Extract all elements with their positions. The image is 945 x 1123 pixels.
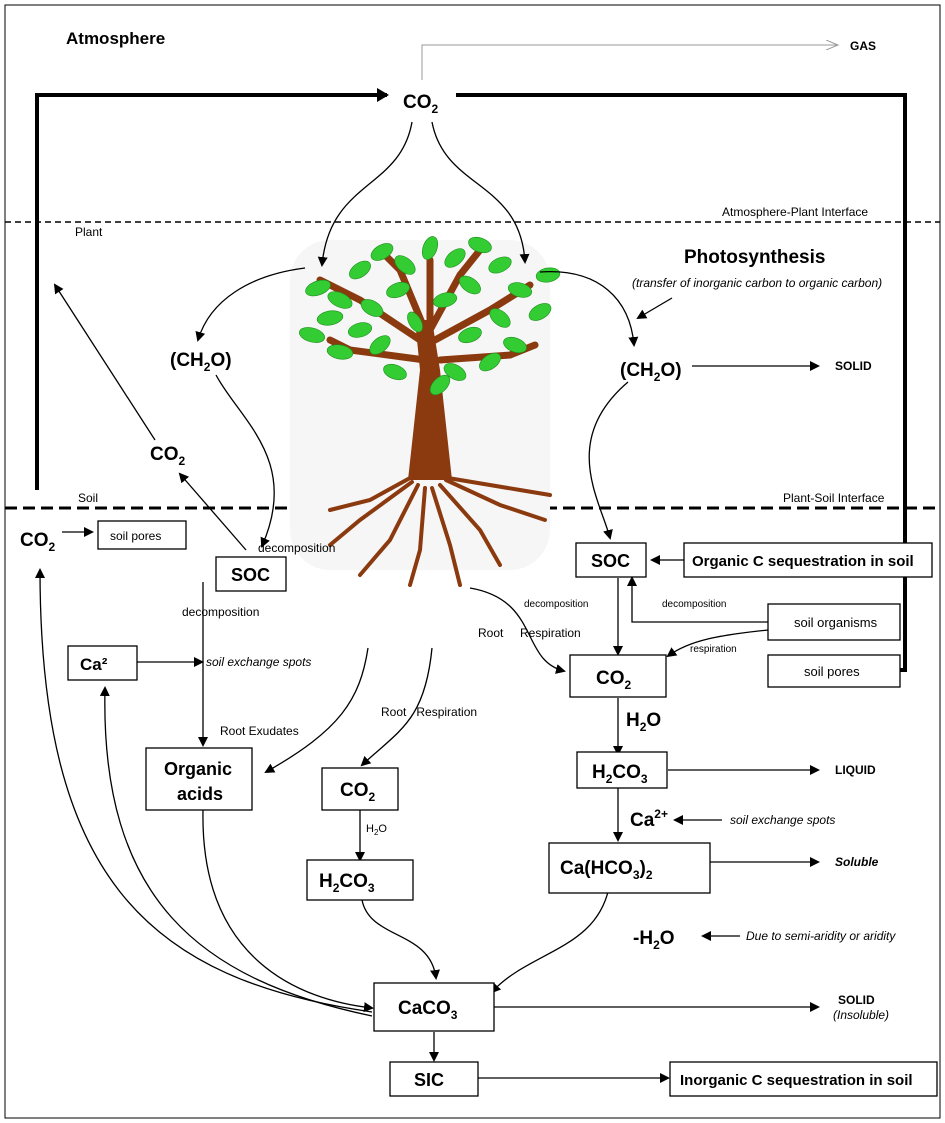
soil-pores-left: soil pores [110, 529, 161, 543]
organic-c-sequestration-box [683, 542, 933, 578]
sic-box [389, 1061, 479, 1097]
organic-acids-line2: acids [177, 784, 223, 804]
aridity-label: Due to semi-aridity or aridity [746, 929, 896, 943]
phase-solid-top: SOLID [835, 359, 872, 373]
phase-insoluble: (Insoluble) [833, 1008, 889, 1022]
soil-label: Soil [78, 491, 98, 505]
root-exudates-label: Root Exudates [220, 724, 299, 738]
plant-label: Plant [75, 225, 103, 239]
atmosphere-label: Atmosphere [66, 29, 165, 48]
ca2-left-box [67, 645, 138, 681]
organic-acids-line1: Organic [164, 759, 232, 779]
sic: SIC [414, 1070, 444, 1090]
atmosphere-plant-interface-label: Atmosphere-Plant Interface [722, 205, 868, 219]
ca2plus-right: Ca2+ [630, 807, 668, 831]
decomposition-label-b: decomposition [182, 605, 259, 619]
photosynthesis-note: (transfer of inorganic carbon to organic… [632, 276, 882, 290]
co2-center: CO2 [340, 780, 376, 804]
co2-right: CO2 [596, 668, 632, 692]
tree-illustration [290, 236, 561, 587]
cahco3: Ca(HCO3)2 [560, 858, 653, 882]
soil-exchange-spots-right: soil exchange spots [730, 813, 835, 827]
h2co3-right-box [576, 751, 668, 789]
cahco3-box [548, 842, 711, 894]
soil-organisms: soil organisms [794, 615, 878, 630]
ch2o-left: (CH2O) [170, 350, 232, 374]
soc-right: SOC [591, 551, 630, 571]
co2-center-box [321, 767, 399, 811]
root-respiration-right-label: Root Respiration [478, 626, 581, 640]
inorganic-c-sequestration: Inorganic C sequestration in soil [680, 1072, 913, 1089]
soil-pores-right: soil pores [804, 664, 860, 679]
decomposition-label-c: decomposition [524, 599, 588, 610]
soil-pores-right-box [767, 654, 901, 688]
soil-organisms-box [767, 603, 901, 641]
flow-arrows [35, 121, 820, 1083]
phase-soluble: Soluble [835, 855, 879, 869]
co2-far-left: CO2 [20, 530, 56, 554]
inorganic-c-sequestration-box [669, 1061, 938, 1097]
leaf-cluster [299, 236, 561, 396]
atmosphere-loop-left [35, 93, 387, 490]
minus-h2o: -H2O [633, 928, 675, 952]
co2-right-box [569, 654, 667, 698]
phase-liquid: LIQUID [835, 763, 876, 777]
soc-left-box [215, 556, 287, 592]
h2co3-right: H2CO3 [592, 762, 648, 786]
decomposition-label-d: decomposition [662, 599, 726, 610]
soc-right-box [575, 542, 647, 578]
caco3: CaCO3 [398, 998, 458, 1022]
decomposition-label-a: decomposition [258, 541, 335, 555]
h2o-right: H2O [626, 710, 661, 734]
phase-solid-bottom: SOLID [838, 993, 875, 1007]
organic-c-sequestration: Organic C sequestration in soil [692, 553, 914, 570]
ch2o-right: (CH2O) [620, 360, 682, 384]
co2-left-mid: CO2 [150, 444, 186, 468]
h2co3-center-box [306, 859, 414, 901]
soil-exchange-spots-left: soil exchange spots [206, 655, 311, 669]
node-boxes [67, 520, 938, 1097]
co2-top: CO2 [403, 92, 439, 116]
outer-frame [4, 4, 941, 1119]
caco3-box [373, 982, 495, 1032]
soil-pores-left-box [97, 520, 187, 550]
soc-left: SOC [231, 565, 270, 585]
h2co3-center: H2CO3 [319, 871, 375, 895]
organic-acids-box [145, 747, 253, 811]
photosynthesis-title: Photosynthesis [684, 247, 825, 268]
root-respiration-center-label: Root Respiration [381, 705, 477, 719]
respiration-label: respiration [690, 644, 737, 655]
ca2-left: Ca² [80, 655, 108, 674]
gas-arrow [421, 45, 838, 80]
h2o-center: H2O [366, 823, 387, 837]
plant-soil-interface-label: Plant-Soil Interface [783, 491, 885, 505]
phase-gas: GAS [850, 39, 876, 53]
